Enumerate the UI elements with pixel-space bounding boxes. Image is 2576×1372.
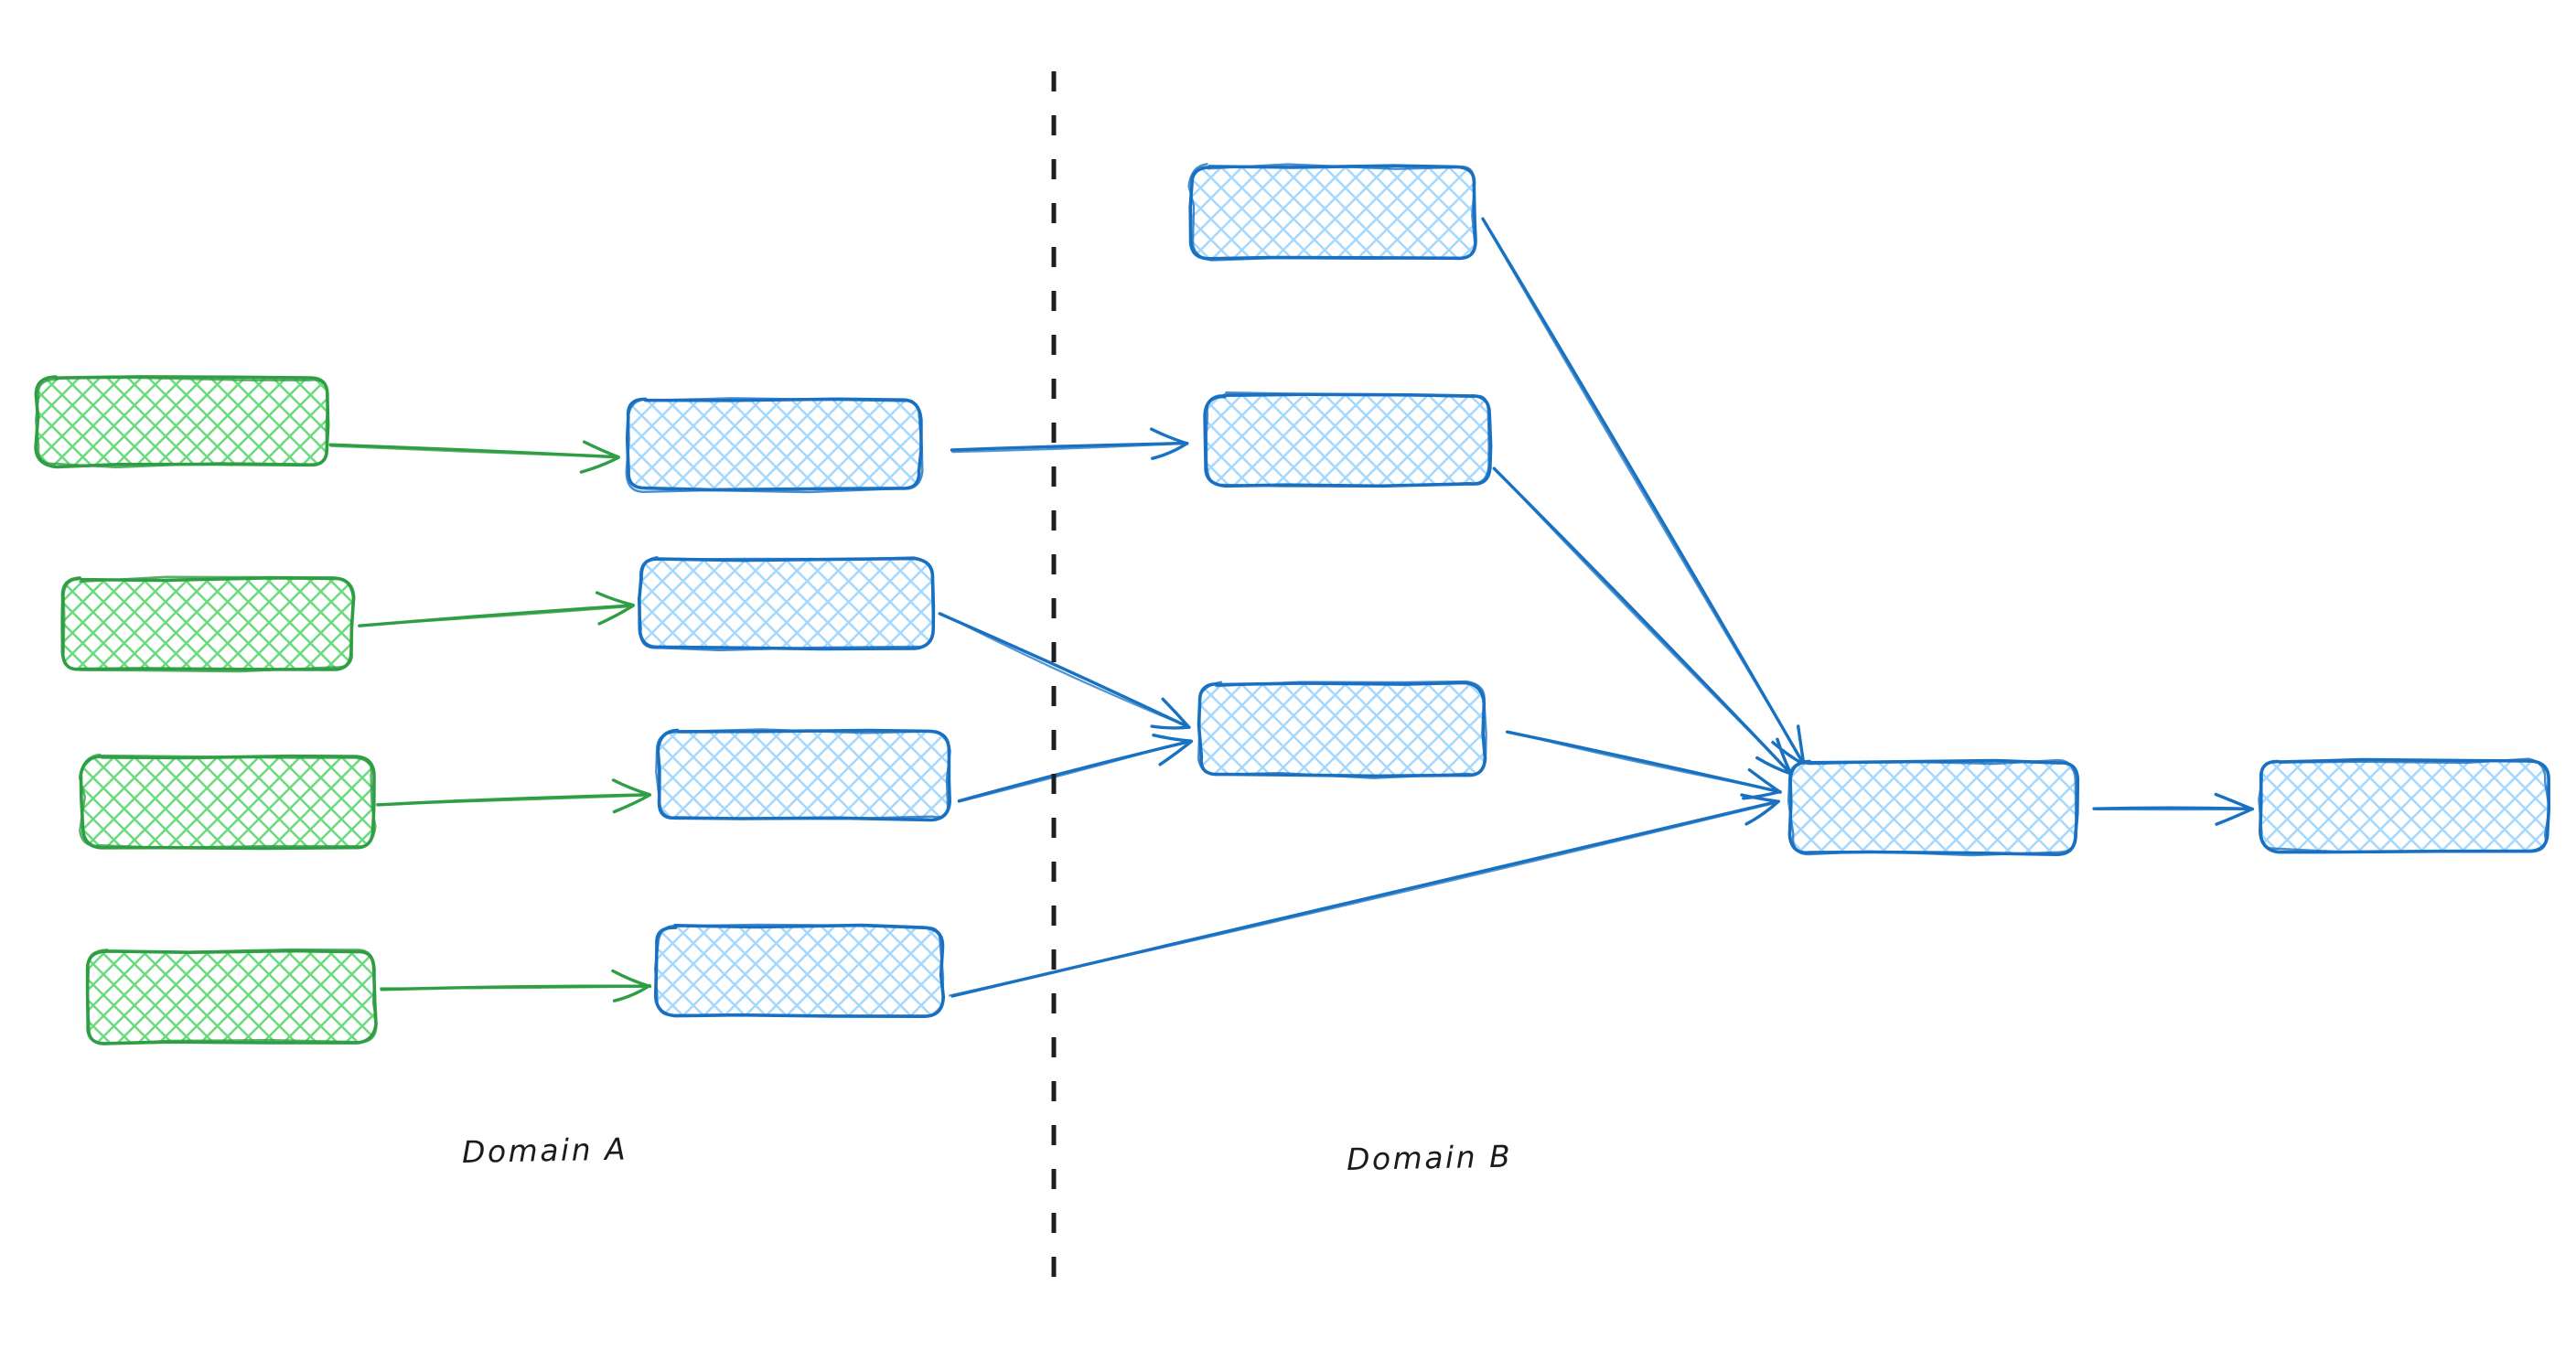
node-b2[interactable]: [638, 555, 936, 652]
edge-a1-to-b1[interactable]: [328, 440, 620, 474]
node-out[interactable]: [2258, 757, 2551, 854]
edge-b2-to-c3[interactable]: [938, 612, 1191, 730]
edge-c1-to-hub[interactable]: [1481, 217, 1806, 766]
edge-c3-to-hub[interactable]: [1505, 730, 1782, 800]
edge-b4-to-hub[interactable]: [948, 793, 1781, 998]
node-a4[interactable]: [85, 948, 378, 1045]
nodes-layer: [34, 163, 2551, 1045]
node-a2[interactable]: [60, 575, 356, 673]
edge-b3-to-c3[interactable]: [957, 734, 1194, 803]
edge-c2-to-hub[interactable]: [1492, 466, 1794, 777]
node-a1[interactable]: [34, 375, 330, 469]
domain-b-label: Domain B: [1346, 1138, 1513, 1177]
domain-a-label: Domain A: [461, 1131, 628, 1170]
edge-a4-to-b4[interactable]: [380, 969, 652, 1002]
edge-a3-to-b3[interactable]: [376, 778, 651, 814]
node-b1[interactable]: [625, 397, 924, 494]
node-c2[interactable]: [1203, 391, 1493, 488]
node-c3[interactable]: [1197, 680, 1487, 779]
edge-b1-to-c2[interactable]: [950, 427, 1189, 460]
node-c1[interactable]: [1187, 163, 1477, 262]
edge-hub-to-out[interactable]: [2092, 792, 2254, 826]
node-b3[interactable]: [655, 728, 951, 822]
node-hub[interactable]: [1787, 758, 2080, 857]
node-b4[interactable]: [653, 923, 946, 1018]
edges-layer: [328, 217, 2254, 1002]
edge-a2-to-b2[interactable]: [358, 591, 635, 627]
node-a3[interactable]: [78, 753, 377, 851]
